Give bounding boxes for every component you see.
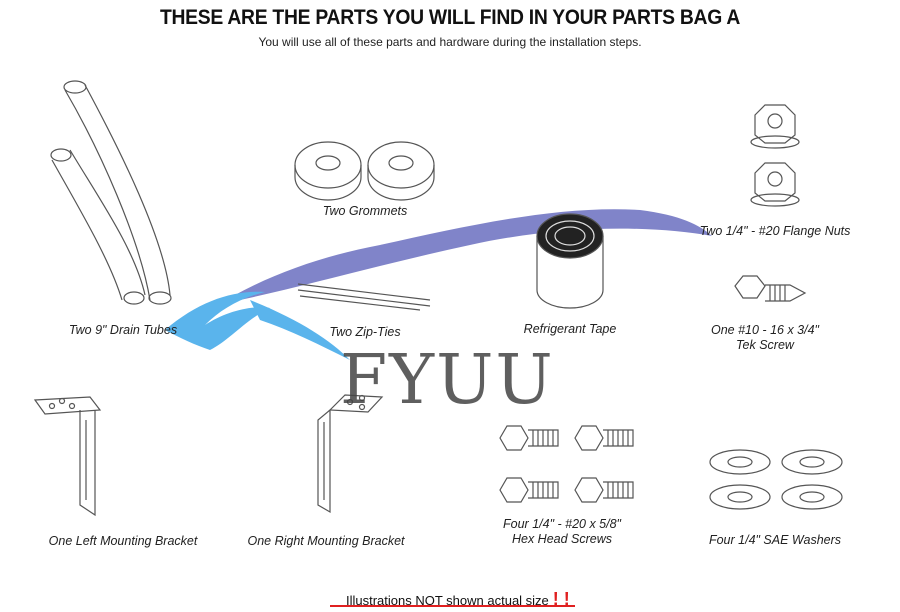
- tek-screw-icon: [734, 275, 807, 302]
- part-label-left-bracket: One Left Mounting Bracket: [48, 534, 198, 548]
- page-title: THESE ARE THE PARTS YOU WILL FIND IN YOU…: [159, 6, 741, 29]
- left-bracket-icon: [33, 396, 102, 517]
- part-label-tek-screw: One #10 - 16 x 3/4" Tek Screw: [665, 323, 865, 353]
- washers-icon: [709, 449, 843, 510]
- part-label-right-bracket: One Right Mounting Bracket: [247, 534, 405, 548]
- part-label-hex-screws: Four 1/4" - #20 x 5/8" Hex Head Screws: [462, 517, 662, 547]
- part-label-line1: One #10 - 16 x 3/4": [711, 323, 819, 337]
- part-label-grommets: Two Grommets: [322, 204, 408, 218]
- part-label-drain-tubes: Two 9" Drain Tubes: [68, 323, 178, 337]
- part-label-refrigerant-tape: Refrigerant Tape: [523, 322, 617, 336]
- hex-head-screws-icon: [499, 425, 634, 503]
- drain-tubes-icon: [50, 80, 172, 305]
- grommets-icon: [294, 141, 435, 201]
- footer-underline: [330, 605, 575, 607]
- footer-emphasis: ! !: [552, 589, 570, 609]
- footer-note: Illustrations NOT shown actual size! !: [330, 589, 575, 610]
- part-label-flange-nuts: Two 1/4" - #20 Flange Nuts: [699, 224, 851, 238]
- flange-nuts-icon: [750, 104, 800, 207]
- footer-note-text: Illustrations NOT shown actual size: [346, 593, 549, 608]
- zip-ties-icon: [297, 283, 431, 311]
- page-subtitle: You will use all of these parts and hard…: [258, 35, 642, 49]
- refrigerant-tape-icon: [536, 213, 604, 309]
- part-label-zip-ties: Two Zip-Ties: [329, 325, 401, 339]
- watermark-car-logo: [165, 209, 712, 360]
- right-bracket-icon: [317, 394, 384, 514]
- part-label-line2: Hex Head Screws: [511, 532, 613, 546]
- part-label-line2: Tek Screw: [736, 338, 794, 352]
- part-label-washers: Four 1/4" SAE Washers: [708, 533, 842, 547]
- part-label-line1: Four 1/4" - #20 x 5/8": [503, 517, 621, 531]
- watermark-text: FYUU: [340, 341, 555, 420]
